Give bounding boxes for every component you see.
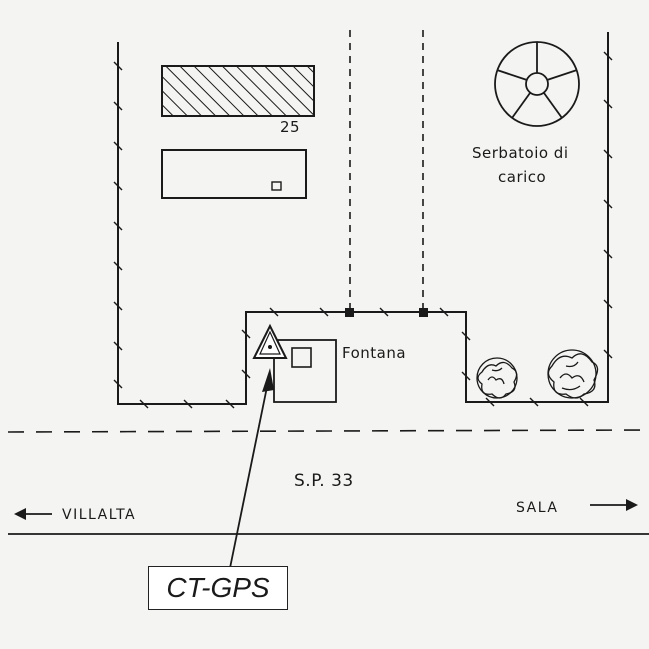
fountain-label: Fontana: [342, 344, 406, 362]
fountain-spout: [291, 347, 312, 368]
circular-tank-icon: [494, 41, 580, 127]
building-number-label: 25: [280, 118, 300, 136]
triangle-survey-marker-icon: [252, 323, 288, 359]
station-pointer-arrow: [229, 368, 274, 569]
left-arrow-icon: [14, 508, 52, 520]
right-arrow-icon: [590, 499, 638, 511]
pipelines: [349, 30, 424, 310]
direction-right-label: SALA: [516, 500, 558, 516]
road-label: S.P. 33: [294, 471, 354, 491]
outlined-building: [161, 149, 307, 199]
road-centerline: [7, 429, 649, 433]
fountain-basin: [273, 339, 337, 403]
small-square-marker: [271, 181, 282, 191]
pipe-node: [419, 308, 428, 317]
tree-icon: [547, 349, 599, 399]
tank-label-line1: Serbatoio di: [472, 144, 569, 162]
station-label: CT-GPS: [148, 566, 288, 610]
pipe-node: [345, 308, 354, 317]
tree-icon: [476, 357, 518, 399]
hedge-ticks: [113, 51, 613, 409]
direction-left-label: VILLALTA: [62, 507, 136, 523]
hatched-building: [161, 65, 315, 117]
tank-label-line2: carico: [498, 168, 546, 186]
